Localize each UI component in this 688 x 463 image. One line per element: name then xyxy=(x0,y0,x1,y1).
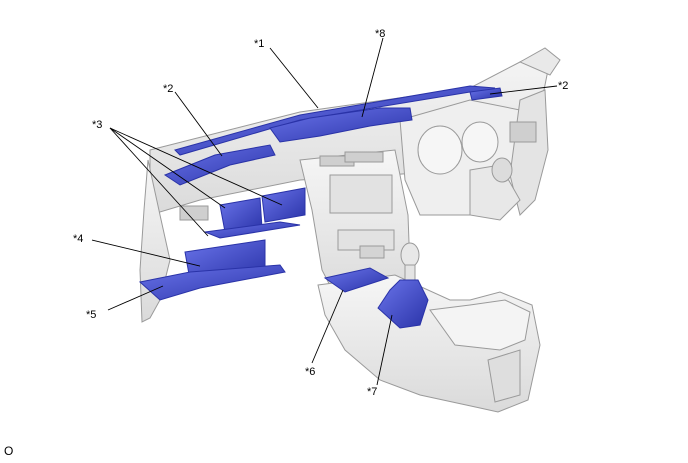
footer-code: O xyxy=(4,444,14,458)
instrument-panel-body xyxy=(139,47,561,413)
callout-2-right: *2 xyxy=(558,80,568,92)
callout-4: *4 xyxy=(73,233,83,245)
callout-2-left: *2 xyxy=(163,83,173,95)
callout-3: *3 xyxy=(92,119,102,131)
callout-1: *1 xyxy=(254,38,264,50)
part-5-lower-tray xyxy=(138,264,286,301)
callout-6: *6 xyxy=(305,366,315,378)
part-2-right-pad xyxy=(469,87,503,101)
part-7-shift-boot xyxy=(377,279,429,329)
callout-7: *7 xyxy=(367,386,377,398)
callout-5: *5 xyxy=(86,309,96,321)
part-3-c xyxy=(203,221,301,239)
part-6-console-pad xyxy=(323,267,390,293)
part-3-b xyxy=(261,187,306,223)
part-8-center-pad xyxy=(269,107,413,143)
leader-lines xyxy=(91,37,558,386)
part-2-left-pad xyxy=(163,144,276,186)
highlighted-parts xyxy=(138,85,503,329)
callout-8: *8 xyxy=(375,28,385,40)
